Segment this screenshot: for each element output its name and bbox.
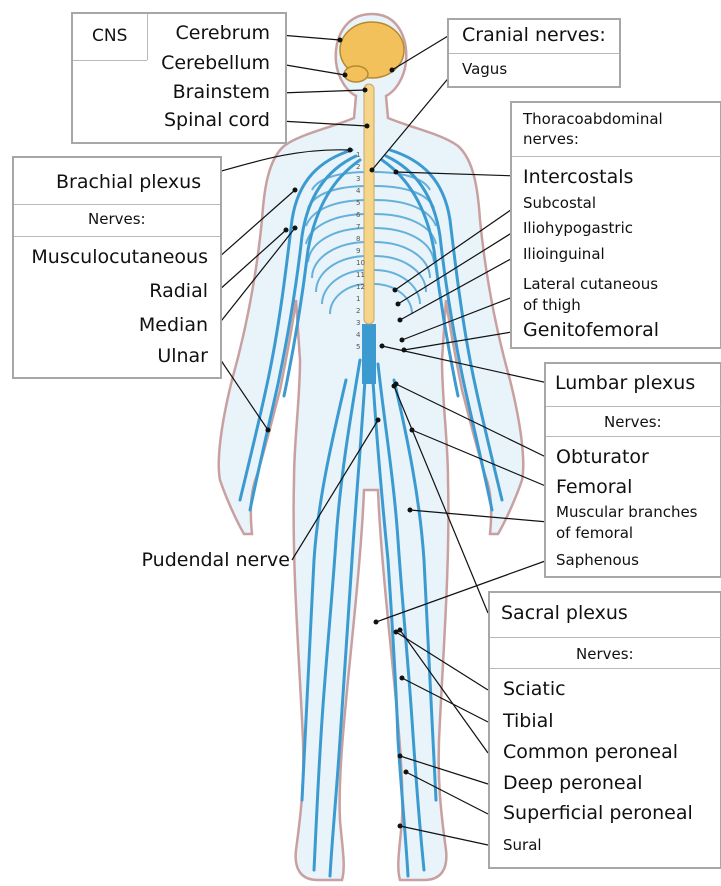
superficial-peroneal-label: Superficial peroneal <box>503 804 693 823</box>
vertebra-number: 2 <box>356 308 360 315</box>
femoral-label: Femoral <box>556 478 632 497</box>
vertebra-number: 3 <box>356 176 360 183</box>
vertebra-number: 2 <box>356 164 360 171</box>
muscular-branches-label: Muscular branches <box>556 505 698 520</box>
thoracoabdominal-title-line2: nerves: <box>523 132 579 147</box>
vertebra-number: 1 <box>356 296 360 303</box>
vertebra-number: 7 <box>356 224 360 231</box>
deep-peroneal-label: Deep peroneal <box>503 774 643 793</box>
vertebra-number: 1 <box>356 152 360 159</box>
vertebra-number: 5 <box>356 200 360 207</box>
sacral-plexus-title: Sacral plexus <box>501 604 628 623</box>
cauda-equina <box>362 324 376 384</box>
median-label: Median <box>139 316 208 335</box>
brachial-plexus-title: Brachial plexus <box>56 173 201 192</box>
vertebra-number: 3 <box>356 320 360 327</box>
sciatic-label: Sciatic <box>503 680 566 699</box>
cerebrum-label: Cerebrum <box>176 24 270 43</box>
radial-label: Radial <box>149 282 208 301</box>
brainstem-label: Brainstem <box>173 83 270 102</box>
ilioinguinal-label: Ilioinguinal <box>523 247 605 262</box>
cerebellum-label: Cerebellum <box>161 54 270 73</box>
vertebra-number: 9 <box>356 248 360 255</box>
brachial-nerves-subtitle: Nerves: <box>88 212 146 227</box>
cranial-nerves-title: Cranial nerves: <box>462 26 606 45</box>
lumbar-nerves-subtitle: Nerves: <box>604 415 662 430</box>
vertebra-number: 10 <box>356 260 365 267</box>
spinal-cord-label: Spinal cord <box>164 111 270 130</box>
vertebra-number: 12 <box>356 284 365 291</box>
vertebra-number: 5 <box>356 344 360 351</box>
vertebra-number: 4 <box>356 332 360 339</box>
spinal-cord <box>364 84 374 324</box>
subcostal-label: Subcostal <box>523 196 596 211</box>
vertebra-number: 4 <box>356 188 360 195</box>
cns-title: CNS <box>92 28 127 45</box>
tibial-label: Tibial <box>503 712 554 731</box>
vertebra-number: 8 <box>356 236 360 243</box>
iliohypogastric-label: Iliohypogastric <box>523 221 633 236</box>
lateral-cutaneous-label: Lateral cutaneous <box>523 277 658 292</box>
sacral-nerves-subtitle: Nerves: <box>576 647 634 662</box>
thoracoabdominal-title-line1: Thoracoabdominal <box>523 112 663 127</box>
intercostals-label: Intercostals <box>523 168 633 187</box>
obturator-label: Obturator <box>556 448 649 467</box>
common-peroneal-label: Common peroneal <box>503 743 678 762</box>
vertebra-number: 6 <box>356 212 360 219</box>
genitofemoral-label: Genitofemoral <box>523 321 659 340</box>
lumbar-plexus-box <box>544 362 721 578</box>
ulnar-label: Ulnar <box>157 347 208 366</box>
sural-label: Sural <box>503 838 542 853</box>
saphenous-label: Saphenous <box>556 553 639 568</box>
lumbar-plexus-title: Lumbar plexus <box>555 374 695 393</box>
vertebra-number: 11 <box>356 272 365 279</box>
pudendal-nerve-label: Pudendal nerve <box>142 551 290 570</box>
of-thigh-label: of thigh <box>523 298 581 313</box>
of-femoral-label: of femoral <box>556 526 633 541</box>
vagus-label: Vagus <box>462 62 507 77</box>
musculocutaneous-label: Musculocutaneous <box>31 248 208 267</box>
